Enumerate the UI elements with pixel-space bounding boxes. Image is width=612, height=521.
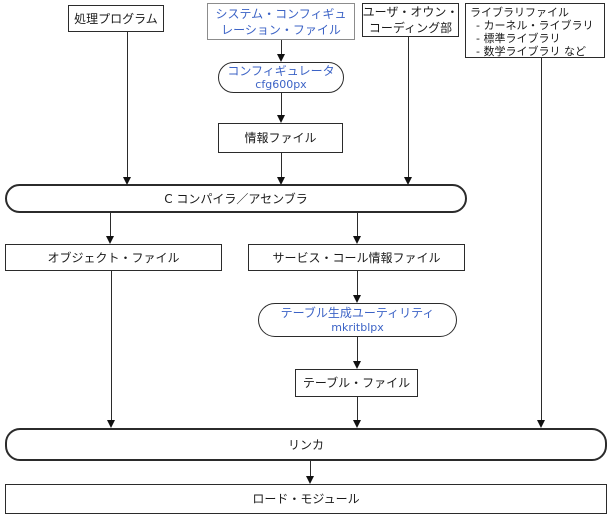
node-service-call-info-file: サービス・コール情報ファイル (248, 244, 465, 271)
connector-linker-to-loadmodule (310, 461, 311, 476)
arrowhead-icon (107, 420, 115, 428)
connector-configurator-to-infofile (281, 93, 282, 115)
node-c-compiler-assembler: C コンパイラ／アセンブラ (5, 184, 467, 213)
arrowhead-icon (277, 115, 285, 123)
node-linker: リンカ (5, 428, 607, 461)
connector-sysconfig-to-configurator (281, 40, 282, 54)
connector-infofile-to-compiler (281, 153, 282, 177)
node-label: テーブル生成ユーティリティ (280, 306, 435, 320)
node-label: オブジェクト・ファイル (47, 250, 180, 265)
node-label: C コンパイラ／アセンブラ (164, 191, 308, 206)
node-info-file: 情報ファイル (218, 123, 343, 153)
node-system-configuration-file: システム・コンフィギュ レーション・ファイル (207, 3, 355, 40)
node-processing-program: 処理プログラム (68, 5, 164, 32)
library-item: - 数学ライブラリ など (476, 45, 586, 58)
node-label: 処理プログラム (74, 11, 158, 26)
node-label-line1: ユーザ・オウン・ (362, 5, 459, 19)
arrowhead-icon (537, 420, 545, 428)
arrowhead-icon (277, 177, 285, 185)
connector-usercode-to-compiler (408, 37, 409, 177)
arrowhead-icon (353, 236, 361, 244)
arrowhead-icon (353, 420, 361, 428)
connector-compiler-to-objectfile (110, 213, 111, 236)
node-label: コンフィギュレータ (227, 64, 335, 78)
arrowhead-icon (404, 177, 412, 185)
arrowhead-icon (106, 236, 114, 244)
connector-processing-to-compiler (127, 32, 128, 177)
node-label: ロード・モジュール (252, 492, 360, 506)
library-item: - 標準ライブラリ (476, 32, 561, 45)
connector-tableutility-to-tablefile (357, 337, 358, 361)
node-label-line2: レーション・ファイル (221, 22, 341, 37)
library-title: ライブラリファイル (470, 6, 569, 19)
node-configurator-tool: コンフィギュレータ cfg600px (218, 62, 344, 93)
connector-servicecall-to-tableutility (357, 271, 358, 295)
connector-tablefile-to-linker (357, 397, 358, 420)
node-table-gen-utility: テーブル生成ユーティリティ mkritblpx (258, 303, 457, 337)
node-load-module: ロード・モジュール (5, 484, 607, 514)
arrowhead-icon (277, 54, 285, 62)
node-label: リンカ (287, 437, 324, 452)
node-user-own-coding: ユーザ・オウン・ コーディング部 (362, 3, 459, 37)
node-object-file: オブジェクト・ファイル (5, 244, 222, 271)
arrowhead-icon (353, 361, 361, 369)
arrowhead-icon (306, 476, 314, 484)
node-label: テーブル・ファイル (302, 376, 411, 390)
connector-objectfile-to-linker (111, 271, 112, 420)
tool-command: mkritblpx (331, 321, 384, 334)
arrowhead-icon (123, 177, 131, 185)
connector-compiler-to-servicecall (357, 213, 358, 236)
node-label-line2: コーディング部 (368, 21, 453, 35)
node-label-line1: システム・コンフィギュ (215, 6, 347, 21)
node-label: サービス・コール情報ファイル (272, 250, 441, 265)
library-item: - カーネル・ライブラリ (476, 19, 594, 32)
node-library-files: ライブラリファイル - カーネル・ライブラリ - 標準ライブラリ - 数学ライブ… (465, 3, 605, 58)
arrowhead-icon (353, 295, 361, 303)
tool-command: cfg600px (255, 78, 307, 91)
node-table-file: テーブル・ファイル (295, 369, 418, 397)
connector-library-to-linker (541, 58, 542, 420)
node-label: 情報ファイル (244, 131, 317, 145)
